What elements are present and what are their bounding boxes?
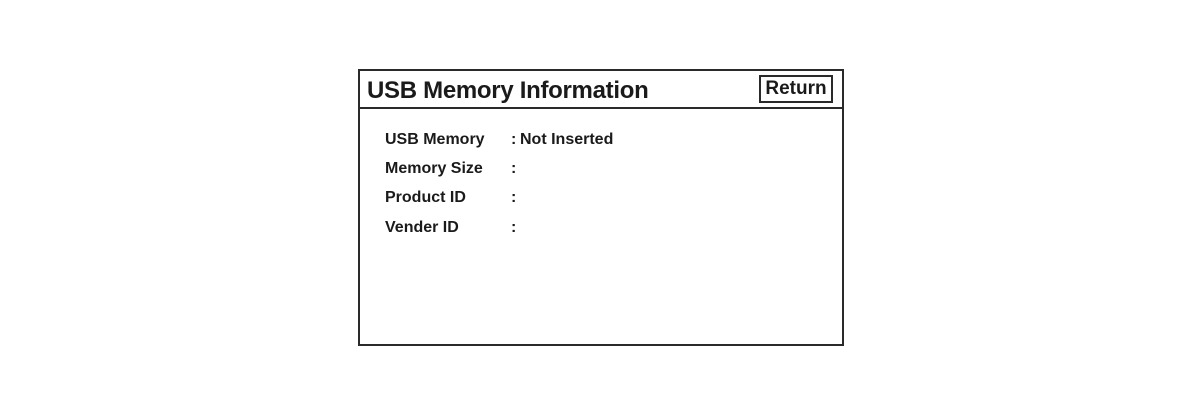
usb-memory-colon: : bbox=[511, 131, 517, 148]
product-id-label: Product ID bbox=[385, 189, 466, 206]
product-id-colon: : bbox=[511, 189, 517, 206]
memory-size-colon: : bbox=[511, 160, 517, 177]
panel-header: USB Memory Information Return bbox=[360, 71, 842, 109]
usb-memory-info-panel: USB Memory Information Return USB Memory… bbox=[358, 69, 844, 346]
memory-size-label: Memory Size bbox=[385, 160, 483, 177]
vender-id-colon: : bbox=[511, 219, 517, 236]
usb-memory-value: Not Inserted bbox=[520, 131, 614, 148]
return-button[interactable]: Return bbox=[759, 75, 833, 103]
panel-title: USB Memory Information bbox=[367, 77, 649, 104]
vender-id-label: Vender ID bbox=[385, 219, 459, 236]
usb-memory-label: USB Memory bbox=[385, 131, 485, 148]
